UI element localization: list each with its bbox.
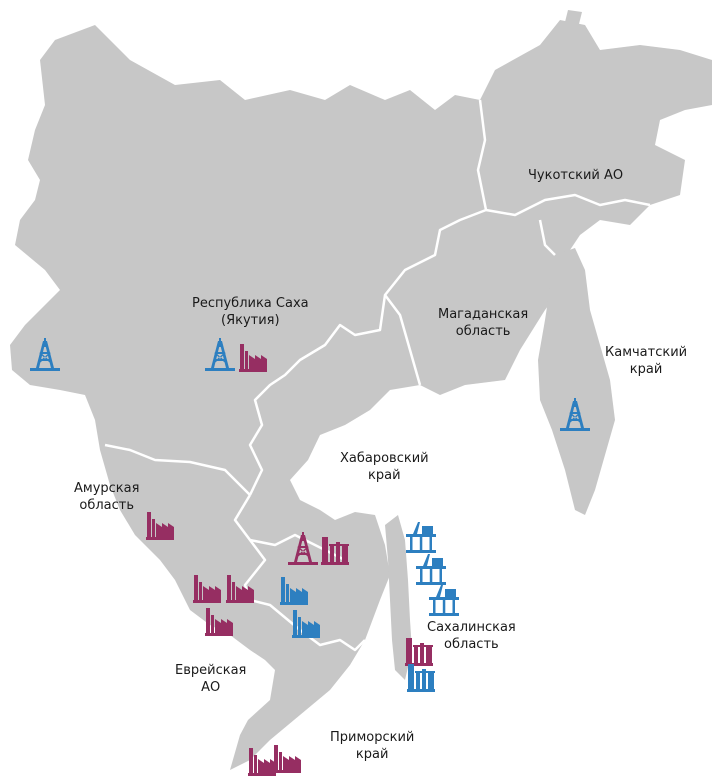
- label-khabarovsk-line1: Хабаровский: [340, 451, 429, 466]
- label-sakha-line1: Республика Саха: [192, 296, 309, 311]
- label-primorye-line2: край: [355, 747, 389, 762]
- label-magadan-line1: Магаданская: [438, 307, 529, 322]
- label-amur-line1: Амурская: [74, 481, 140, 496]
- mainland-landmass: [10, 20, 712, 770]
- offshore-platform-icon: [429, 585, 459, 616]
- processing-plant-icon: [407, 664, 435, 692]
- label-jewish-line1: Еврейская: [175, 663, 247, 678]
- label-sakhalin-line2: область: [444, 637, 499, 652]
- label-sakhalin-line1: Сахалинская: [427, 620, 516, 635]
- sakhalin-island: [385, 515, 412, 680]
- factory-icon: [273, 745, 301, 773]
- label-primorye: Приморский край: [330, 729, 414, 763]
- label-magadan: Магаданская область: [438, 306, 528, 340]
- label-sakhalin: Сахалинская область: [427, 619, 516, 653]
- label-amur-line2: область: [79, 498, 135, 513]
- label-kamchatka-line1: Камчатский: [605, 345, 688, 360]
- label-kamchatka: Камчатский край: [605, 344, 687, 378]
- label-jewish: Еврейская АО: [175, 662, 246, 696]
- offshore-platform-icon: [406, 522, 436, 553]
- label-chukotka: Чукотский АО: [528, 167, 623, 184]
- label-amur: Амурская область: [74, 480, 139, 514]
- kamchatka-peninsula: [538, 248, 615, 515]
- label-chukotka-line1: Чукотский АО: [528, 168, 624, 183]
- label-primorye-line1: Приморский: [330, 730, 415, 745]
- label-khabarovsk-line2: край: [368, 468, 401, 483]
- label-magadan-line2: область: [455, 324, 511, 339]
- label-sakha: Республика Саха (Якутия): [192, 295, 309, 329]
- island-north: [564, 10, 582, 28]
- offshore-platform-icon: [416, 554, 446, 585]
- label-khabarovsk: Хабаровский край: [340, 450, 429, 484]
- label-kamchatka-line2: край: [629, 362, 663, 377]
- label-sakha-line2: (Якутия): [221, 313, 280, 328]
- label-jewish-line2: АО: [201, 680, 221, 695]
- region-borders: [104, 99, 651, 652]
- factory-icon: [248, 748, 276, 776]
